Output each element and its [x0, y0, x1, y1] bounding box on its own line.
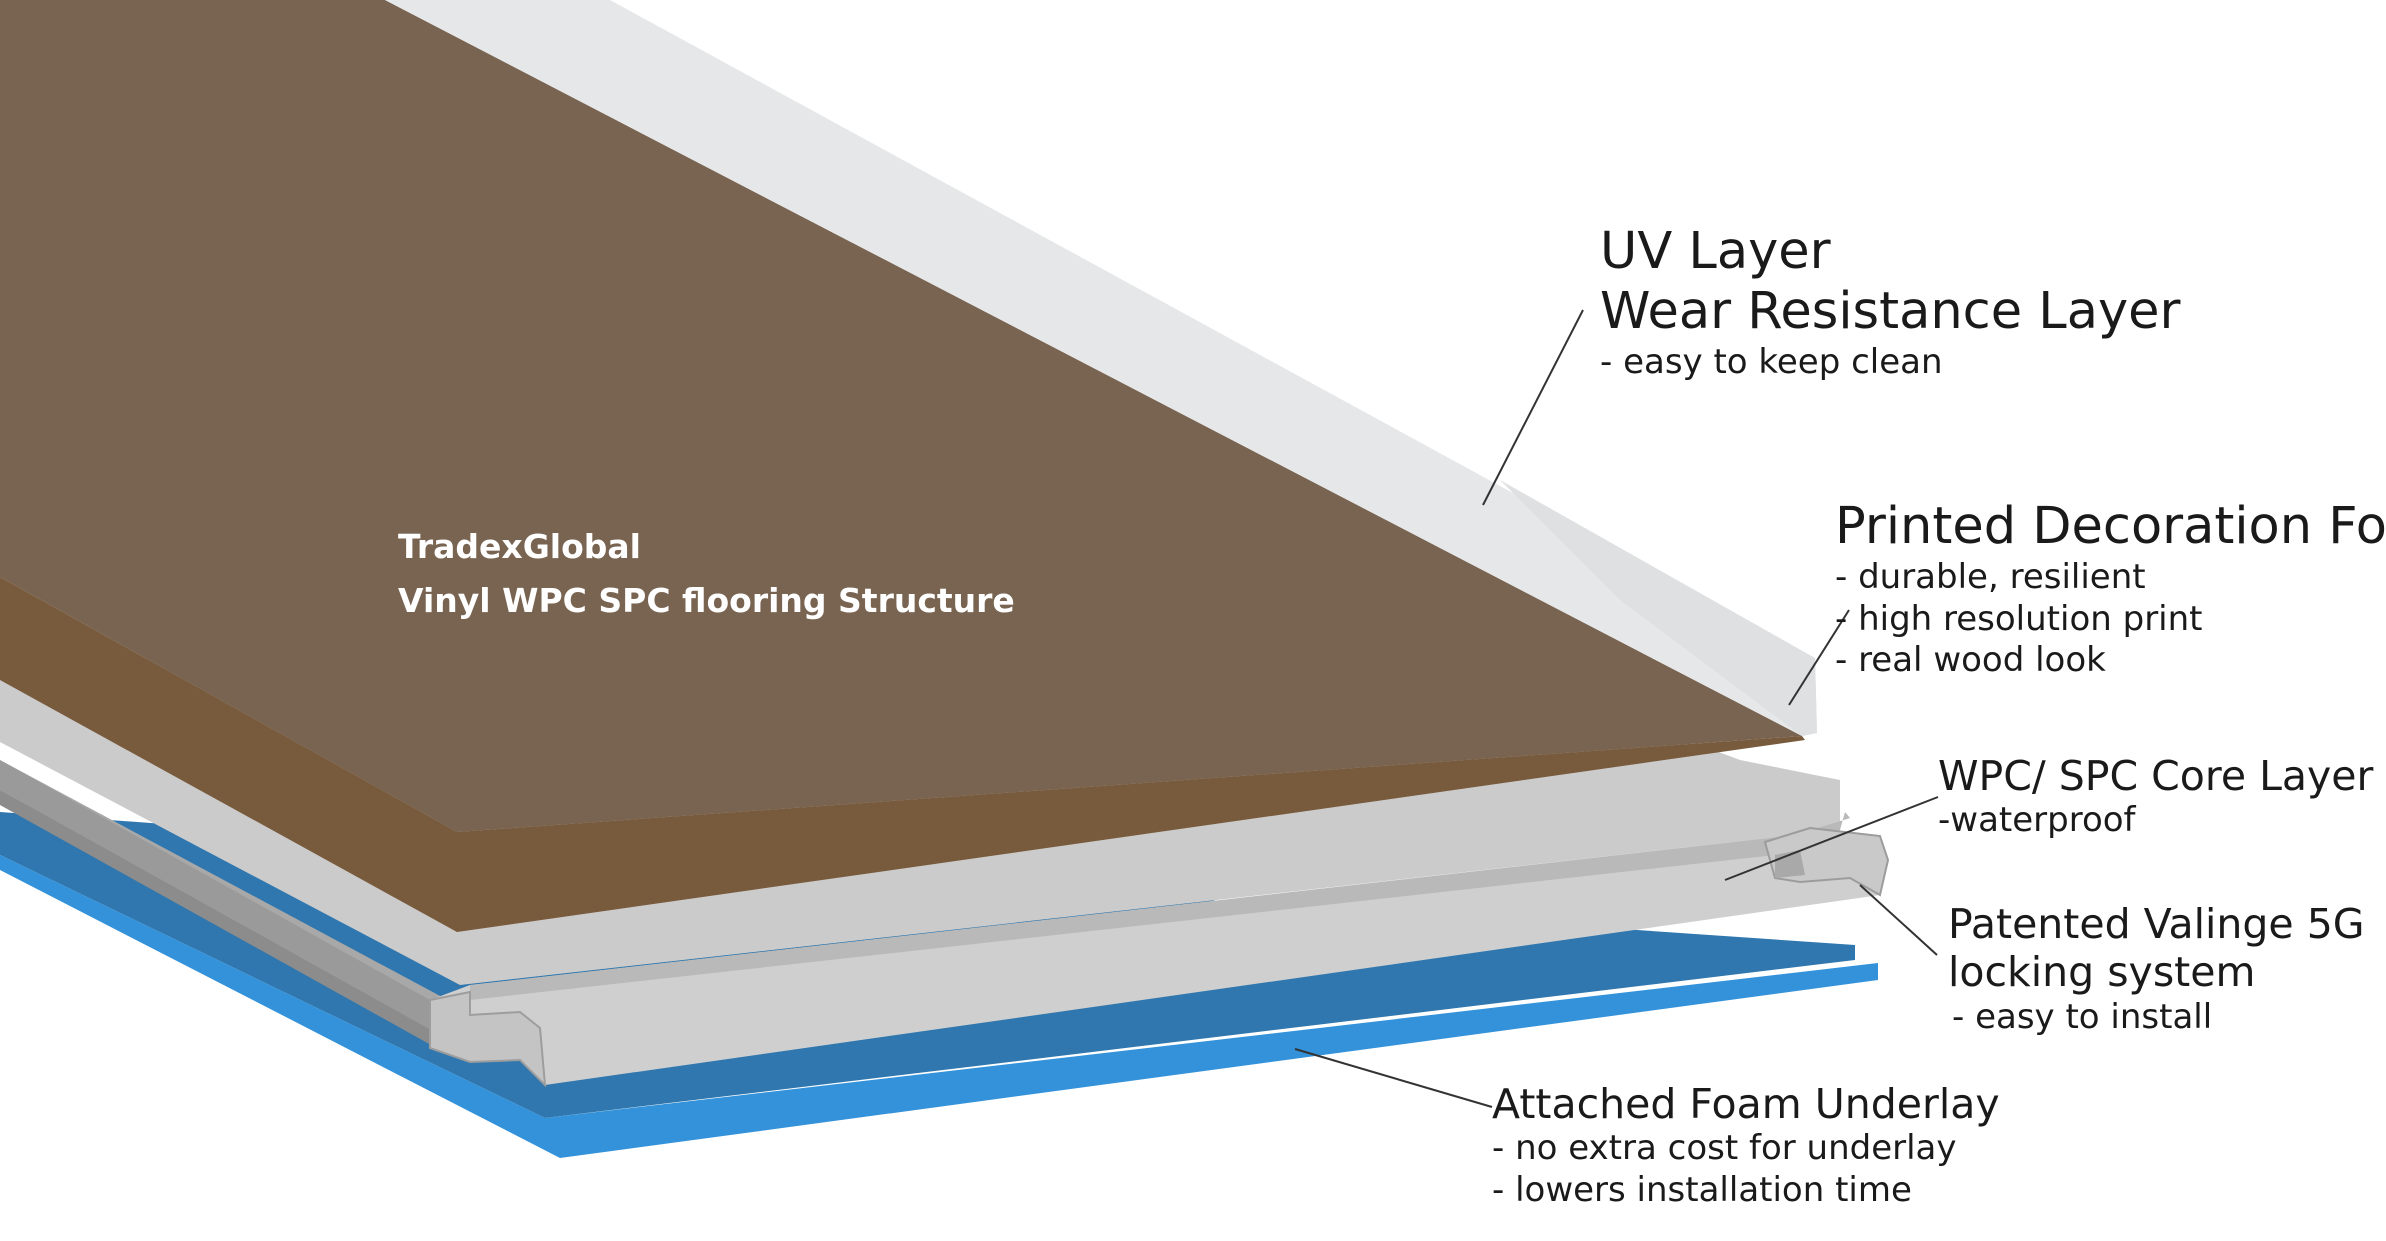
brand-caption: TradexGlobal Vinyl WPC SPC flooring Stru…	[398, 520, 1015, 629]
brand-name: TradexGlobal	[398, 527, 641, 566]
leader-line-foam	[1294, 1048, 1493, 1108]
foam-underlay-note-1: - no extra cost for underlay	[1492, 1128, 1957, 1169]
callout-uv-layer: UV Layer Wear Resistance Layer - easy to…	[1600, 222, 2180, 384]
foam-underlay-title: Attached Foam Underlay	[1492, 1080, 2000, 1128]
leader-line-foil	[1788, 609, 1850, 706]
leader-line-core	[1724, 796, 1939, 881]
decoration-foil-edge	[0, 577, 1805, 932]
leader-line-lock	[1859, 884, 1938, 956]
locking-system-title-2: locking system	[1948, 948, 2256, 997]
wear-layer-title: Wear Resistance Layer	[1600, 282, 2181, 342]
uv-layer	[385, 0, 1817, 736]
decoration-foil-title: Printed Decoration Foil	[1835, 497, 2386, 556]
leader-line-uv	[1482, 309, 1584, 506]
decoration-foil-top	[0, 0, 1802, 832]
locking-groove-right	[1763, 826, 1890, 897]
uv-layer-sheen	[1500, 480, 1817, 736]
core-layer-shadow-strip	[0, 760, 430, 1035]
core-layer-note: -waterproof	[1938, 800, 2136, 841]
callout-locking-system: Patented Valinge 5G locking system - eas…	[1948, 900, 2365, 1038]
decoration-foil-note-3: - real wood look	[1835, 640, 2106, 681]
locking-tongue-left	[429, 990, 547, 1088]
callout-foam-underlay: Attached Foam Underlay - no extra cost f…	[1492, 1080, 2000, 1211]
uv-layer-title: UV Layer	[1600, 222, 1831, 281]
locking-system-note: - easy to install	[1952, 996, 2213, 1037]
locking-system-title-1: Patented Valinge 5G	[1948, 900, 2365, 948]
foam-underlay-edge	[0, 855, 1878, 1158]
core-layer-title: WPC/ SPC Core Layer	[1938, 752, 2374, 800]
callout-core-layer: WPC/ SPC Core Layer -waterproof	[1938, 752, 2373, 842]
callout-decoration-foil: Printed Decoration Foil - durable, resil…	[1835, 497, 2386, 682]
brand-subtitle: Vinyl WPC SPC flooring Structure	[398, 581, 1015, 621]
decoration-foil-note-1: - durable, resilient	[1835, 557, 2146, 598]
foam-underlay-note-2: - lowers installation time	[1492, 1169, 1912, 1210]
core-layer-dark-strip	[0, 790, 440, 1050]
uv-layer-note: - easy to keep clean	[1600, 342, 1943, 383]
core-layer-groove-band	[0, 730, 470, 1020]
core-layer-front-face	[430, 830, 1880, 1085]
decoration-foil-note-2: - high resolution print	[1835, 598, 2203, 639]
core-layer-side	[470, 812, 1850, 1000]
